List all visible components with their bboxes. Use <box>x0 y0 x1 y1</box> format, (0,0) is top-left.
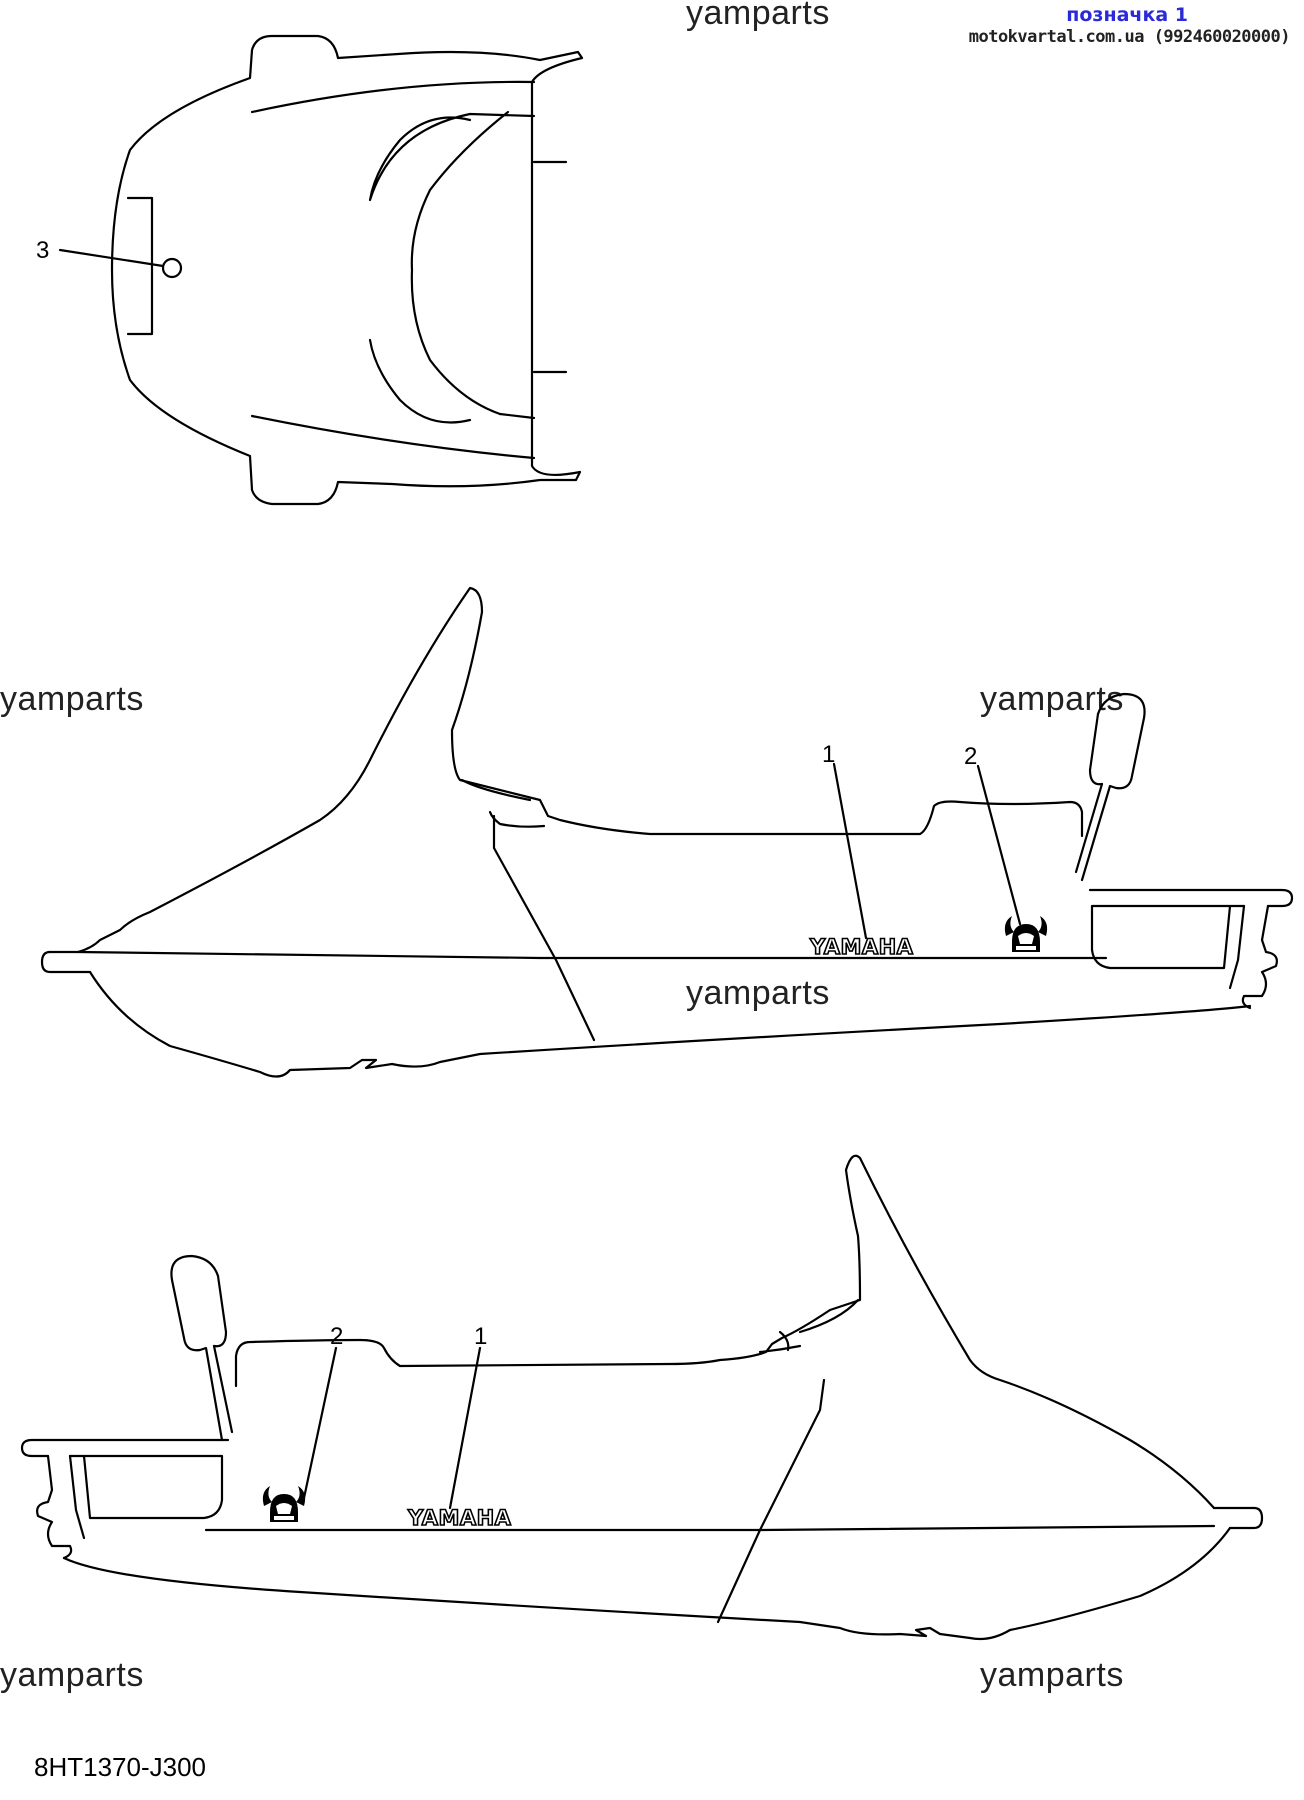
leader-2a <box>976 764 1022 926</box>
yamaha-decal-2: YAMAHA <box>407 1506 512 1530</box>
yamaha-decal-1: YAMAHA <box>809 935 914 959</box>
part-code: 8HT1370-J300 <box>34 1752 206 1782</box>
leader-1b <box>448 1346 482 1510</box>
callout-3: 3 <box>36 237 49 264</box>
watermark-mid-left: yamparts <box>0 680 144 718</box>
viking-helmet-icon <box>1004 916 1048 952</box>
leader-1a <box>832 762 868 940</box>
emblem-circle <box>161 257 183 279</box>
side-view-left: YAMAHA 1 2 <box>20 1154 1264 1641</box>
watermark-center: yamparts <box>686 974 830 1012</box>
top-view: 3 <box>36 34 584 506</box>
callout-2b: 2 <box>330 1323 343 1350</box>
watermark-bottom-left: yamparts <box>0 1656 144 1694</box>
leader-3 <box>58 248 165 268</box>
side-view-right: YAMAHA 1 2 <box>40 586 1294 1078</box>
leader-2b <box>302 1346 338 1500</box>
header-title: позначка 1 <box>1066 4 1188 26</box>
callout-2a: 2 <box>964 743 977 770</box>
watermark-top: yamparts <box>686 0 830 32</box>
callout-1b: 1 <box>474 1323 487 1350</box>
header-site: motokvartal.com.ua (992460020000) <box>968 27 1291 47</box>
watermark-bottom-right: yamparts <box>980 1656 1124 1694</box>
viking-helmet-icon <box>262 1486 306 1522</box>
callout-1a: 1 <box>822 741 835 768</box>
